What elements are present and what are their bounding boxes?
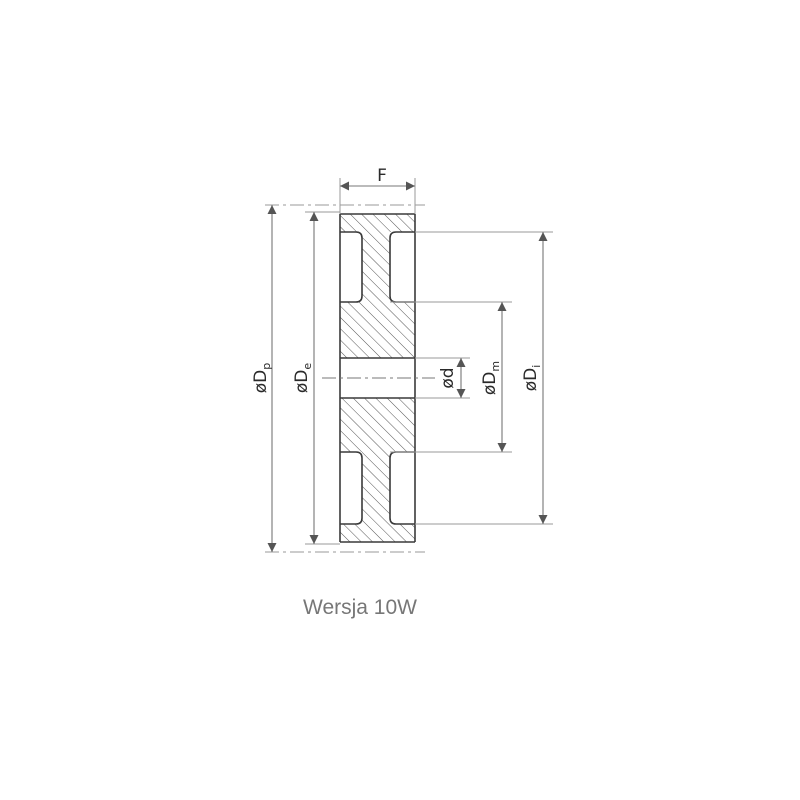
- hatched-section: [340, 214, 415, 542]
- dimension-lines: [267, 181, 548, 552]
- label-d: ød: [438, 367, 458, 388]
- label-dm: øDm: [480, 361, 502, 395]
- pulley-cross-section: [322, 213, 435, 543]
- label-de: øDe: [292, 363, 314, 394]
- label-f: F: [377, 166, 387, 186]
- label-di: øDi: [521, 365, 543, 392]
- version-caption: Wersja 10W: [303, 596, 417, 619]
- extension-lines: [265, 178, 553, 553]
- label-dp: øDp: [251, 363, 273, 394]
- section-outline: [339, 213, 416, 543]
